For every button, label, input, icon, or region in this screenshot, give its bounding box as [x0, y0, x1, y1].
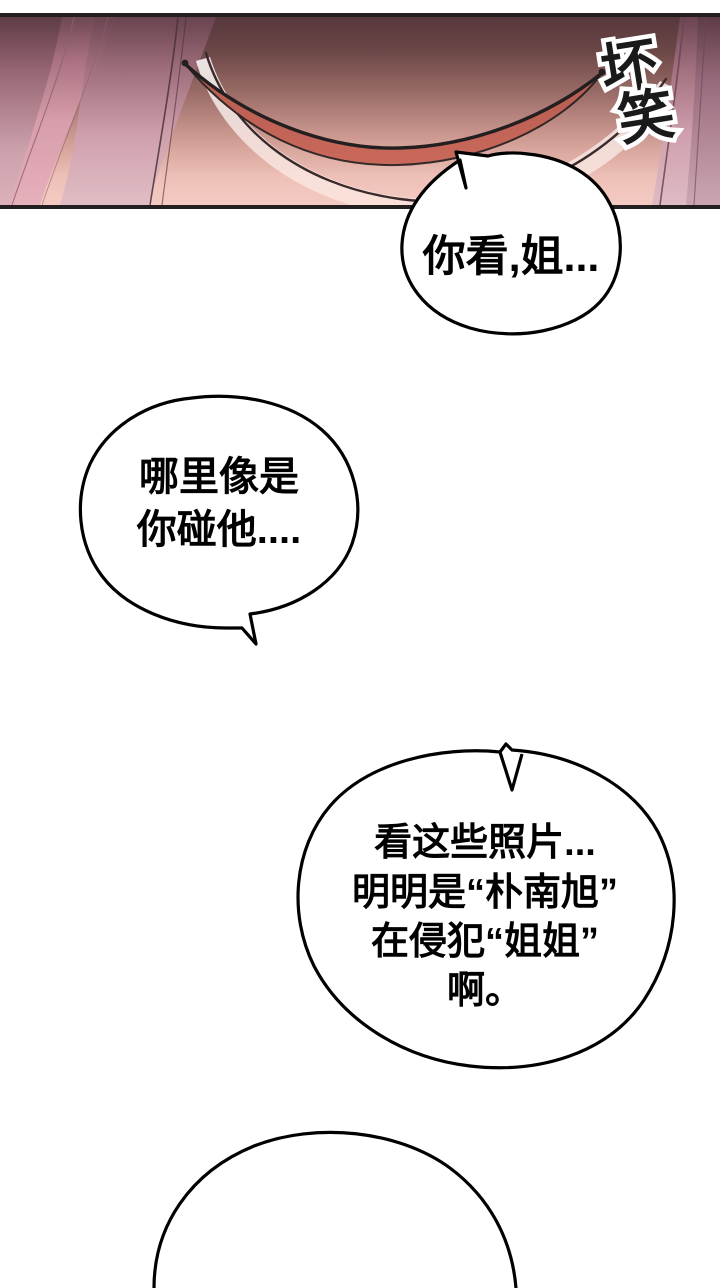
- hair-line-2: [41, 17, 109, 205]
- hair-line-3: [149, 17, 179, 205]
- bubble-3-tail: [498, 751, 524, 792]
- mouth-inner-fill: [186, 65, 600, 166]
- hair-line-5: [659, 17, 685, 205]
- mouth-corner-left: [181, 59, 189, 67]
- hair-strand-left-inner: [0, 17, 62, 205]
- hair-strand-right-inner: [686, 17, 720, 205]
- bubble-1-outline: [400, 150, 622, 336]
- jaw-outline: [204, 51, 668, 203]
- speech-bubble-1: 你看,姐...: [396, 148, 626, 338]
- hair-line-6: [693, 17, 707, 205]
- speech-bubble-4-partial: [150, 1128, 522, 1288]
- mouth-lower-line: [185, 64, 603, 167]
- mouth-upper-line: [182, 61, 604, 150]
- comic-page: 坏 笑 你看,姐... 哪里像是 你碰他.... 看这些照片... 明明是: [0, 13, 720, 1288]
- bubble-2-shape: [78, 394, 360, 646]
- comic-panel-closeup-mouth: 坏 笑: [0, 13, 720, 209]
- bubble-3-shape: [296, 742, 676, 1070]
- mouth-corner-right: [598, 68, 606, 76]
- hair-line-1: [11, 17, 75, 205]
- bubble-4-outline: [152, 1130, 518, 1288]
- speech-bubble-3: 看这些照片... 明明是“朴南旭” 在侵犯“姐姐” 啊。: [294, 742, 676, 1070]
- speech-bubble-2: 哪里像是 你碰他....: [74, 392, 364, 646]
- bubble-3-outline: [296, 742, 676, 1070]
- sfx-char-2: 笑: [609, 76, 682, 156]
- bubble-2-outline: [78, 394, 360, 646]
- hair-line-4: [161, 17, 187, 205]
- bubble-1-shape: [400, 150, 622, 336]
- hair-strand-left-mid: [60, 17, 216, 205]
- bubble-4-shape: [152, 1130, 518, 1288]
- panel-artwork: [0, 17, 720, 205]
